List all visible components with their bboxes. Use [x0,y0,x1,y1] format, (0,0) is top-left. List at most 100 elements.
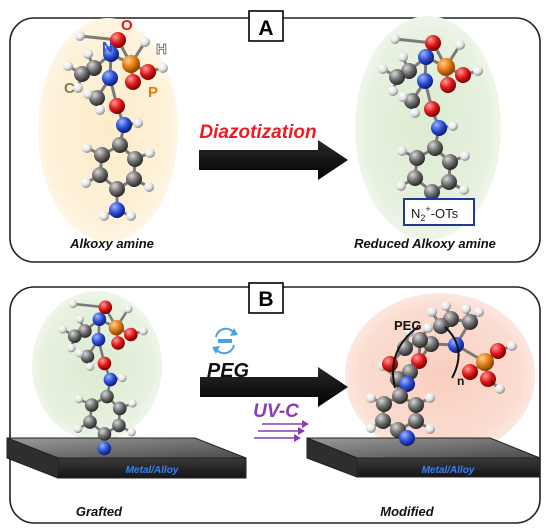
hydrogen-atom [75,314,85,324]
nitrogen-atom [109,202,125,218]
oxygen-atom [424,101,440,117]
hydrogen-atom [398,92,408,102]
oxygen-atom [111,336,125,350]
hydrogen-atom [127,428,136,437]
carbon-atom [442,154,458,170]
carbon-atom [401,63,417,79]
carbon-atom [109,181,125,197]
hydrogen-atom [423,323,433,333]
hydrogen-atom [448,121,458,131]
peg-chain-label: PEG [394,318,421,333]
hydrogen-atom [140,37,150,47]
oxygen-atom [425,35,441,51]
diazonium-label: N2+-OTs [411,204,459,223]
nitrogen-atom [417,73,433,89]
reduced-alkoxy-amine-caption: Reduced Alkoxy amine [354,236,496,251]
carbon-atom [409,150,425,166]
phosphorus-atom [122,55,140,73]
carbon-atom [389,69,405,85]
nitrogen-atom [92,312,107,327]
hydrogen-atom [388,86,398,96]
oxygen-atom [98,300,113,315]
hydrogen-atom [73,83,83,93]
uv-rays-icon [254,420,309,442]
carbon-atom [441,174,457,190]
panel-a-label: A [258,17,273,40]
diazotization-label: Diazotization [199,122,316,143]
nitrogen-atom [116,117,132,133]
hydrogen-atom [73,424,83,434]
modified-bubble [345,293,535,457]
hydrogen-atom [158,63,168,73]
nitrogen-atom [97,441,112,456]
nitrogen-atom [418,49,434,65]
panel-b-label: B [258,288,273,311]
oxygen-atom [140,64,156,80]
panel-b-label-box [248,282,284,314]
hydrogen-atom [460,151,470,161]
hydrogen-atom [474,307,484,317]
hydrogen-atom [461,304,471,314]
carbon-atom [67,329,82,344]
panel-a-label-box [248,10,284,42]
legend-o: O [121,17,133,34]
legend-h: H [156,41,167,58]
oxygen-atom [462,364,478,380]
carbon-atom [86,60,102,76]
hydrogen-atom [378,64,388,74]
nitrogen-atom [448,337,464,353]
alkoxy-amine-molecule [63,31,168,221]
hydrogen-atom [63,61,73,71]
oxygen-atom [490,343,506,359]
carbon-atom [112,401,127,416]
hydrogen-atom [425,424,435,434]
reaction-arrow-a [199,140,348,180]
hydrogen-atom [83,89,93,99]
hydrogen-atom [139,326,148,336]
hydrogen-atom [124,304,133,314]
hydrogen-atom [441,301,451,311]
hydrogen-atom [495,384,505,394]
reaction-arrow-b [200,367,348,407]
hydrogen-atom [366,393,376,403]
carbon-atom [112,137,128,153]
hydrogen-atom [133,118,143,128]
carbon-atom [408,397,424,413]
nitrogen-atom [102,70,118,86]
hydrogen-atom [95,105,105,115]
phosphorus-atom [108,320,124,336]
hydrogen-atom [85,362,95,372]
substrate-slab-right [306,437,541,478]
hydrogen-atom [128,399,137,408]
legend-c: C [64,80,75,97]
grafted-caption: Grafted [76,504,123,519]
peg-close-bracket [444,326,460,379]
carbon-atom [462,314,478,330]
legend-p: P [148,84,158,101]
phosphorus-atom [437,58,455,76]
nitrogen-atom [399,430,415,446]
peg-open-bracket [392,326,419,389]
carbon-atom [94,147,110,163]
hydrogen-atom [473,66,483,76]
hydrogen-atom [459,185,469,195]
carbon-atom [126,171,142,187]
substrate-label-left: Metal/Alloy [126,465,179,476]
substrate-slab-left [6,437,247,479]
nitrogen-atom [91,332,106,347]
oxygen-atom [124,327,138,342]
diazonium-box [403,198,475,226]
reduced-alkoxy-amine-molecule [378,34,483,200]
carbon-atom [376,396,392,412]
carbon-atom [97,427,112,441]
nitrogen-atom [103,46,119,62]
carbon-atom [127,151,143,167]
hydrogen-atom [75,31,85,41]
peg-reagent-label: PEG [207,360,249,382]
carbon-atom [83,415,97,429]
alkoxy-amine-caption: Alkoxy amine [69,236,154,251]
hydrogen-atom [67,343,76,353]
oxygen-atom [411,353,427,369]
hydrogen-atom [425,393,435,403]
